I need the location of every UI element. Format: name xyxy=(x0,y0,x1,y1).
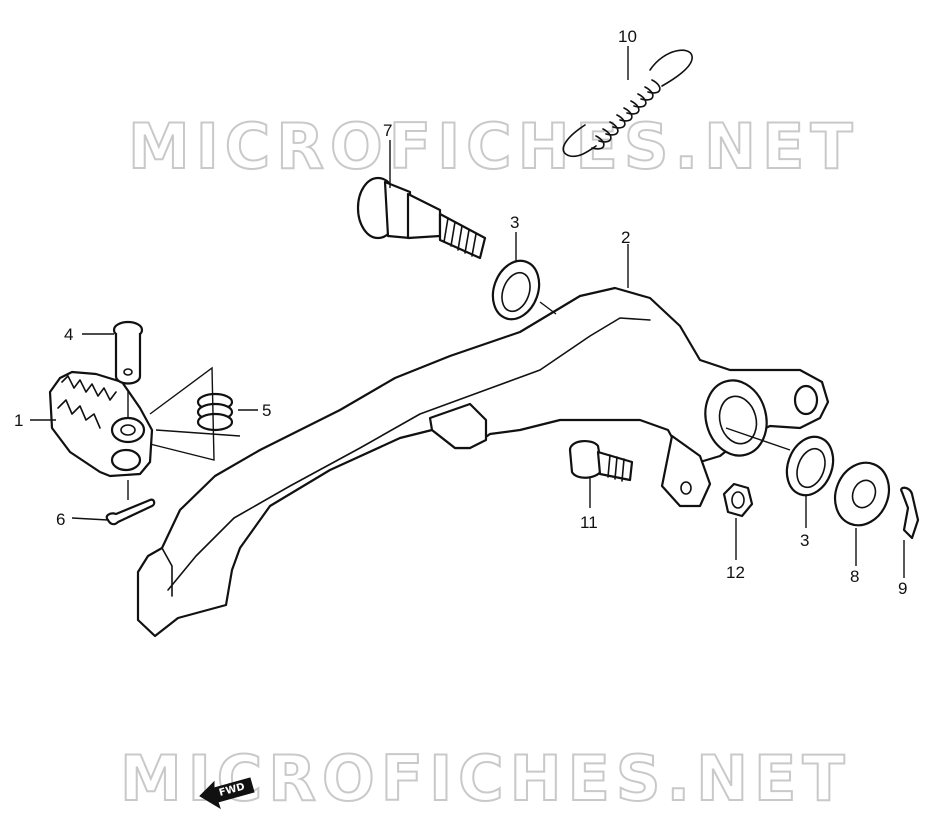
bushing-part-3-lower xyxy=(785,435,835,497)
watermark-top: MICROFICHES.NET xyxy=(128,110,859,183)
callout-10: 10 xyxy=(618,27,637,46)
callout-labels: 1 2 3 3 4 5 6 7 8 9 10 11 12 xyxy=(14,27,907,598)
callout-11: 11 xyxy=(580,513,598,532)
spring-part-10 xyxy=(562,49,693,158)
callout-4: 4 xyxy=(64,325,73,344)
clevis-pin-part-4 xyxy=(112,320,144,385)
callout-6: 6 xyxy=(56,510,65,529)
cotter-pin-part-6 xyxy=(105,498,156,526)
bolt-part-11 xyxy=(568,440,634,482)
nut-part-12 xyxy=(722,482,754,518)
pivot-bolt-part-7 xyxy=(356,176,487,260)
brake-pedal-part-2 xyxy=(136,286,830,638)
callout-3-upper: 3 xyxy=(510,213,519,232)
callout-8: 8 xyxy=(850,567,859,586)
callout-3-lower: 3 xyxy=(800,531,809,550)
washer-part-8 xyxy=(833,461,891,527)
leader-lines xyxy=(30,46,905,578)
forward-direction-marker: FWD xyxy=(199,777,255,810)
cotter-pin-part-9 xyxy=(900,486,920,540)
return-spring-part-5 xyxy=(196,392,234,432)
watermark-bottom: MICROFICHES.NET xyxy=(120,742,851,815)
callout-7: 7 xyxy=(383,121,392,140)
peg-holder-part-1 xyxy=(48,370,154,478)
callout-1: 1 xyxy=(14,411,23,430)
bushing-part-3-upper xyxy=(491,259,541,321)
callout-2: 2 xyxy=(621,228,630,247)
callout-12: 12 xyxy=(726,563,745,582)
callout-5: 5 xyxy=(262,401,271,420)
callout-9: 9 xyxy=(898,579,907,598)
forward-arrow-icon xyxy=(199,777,255,810)
